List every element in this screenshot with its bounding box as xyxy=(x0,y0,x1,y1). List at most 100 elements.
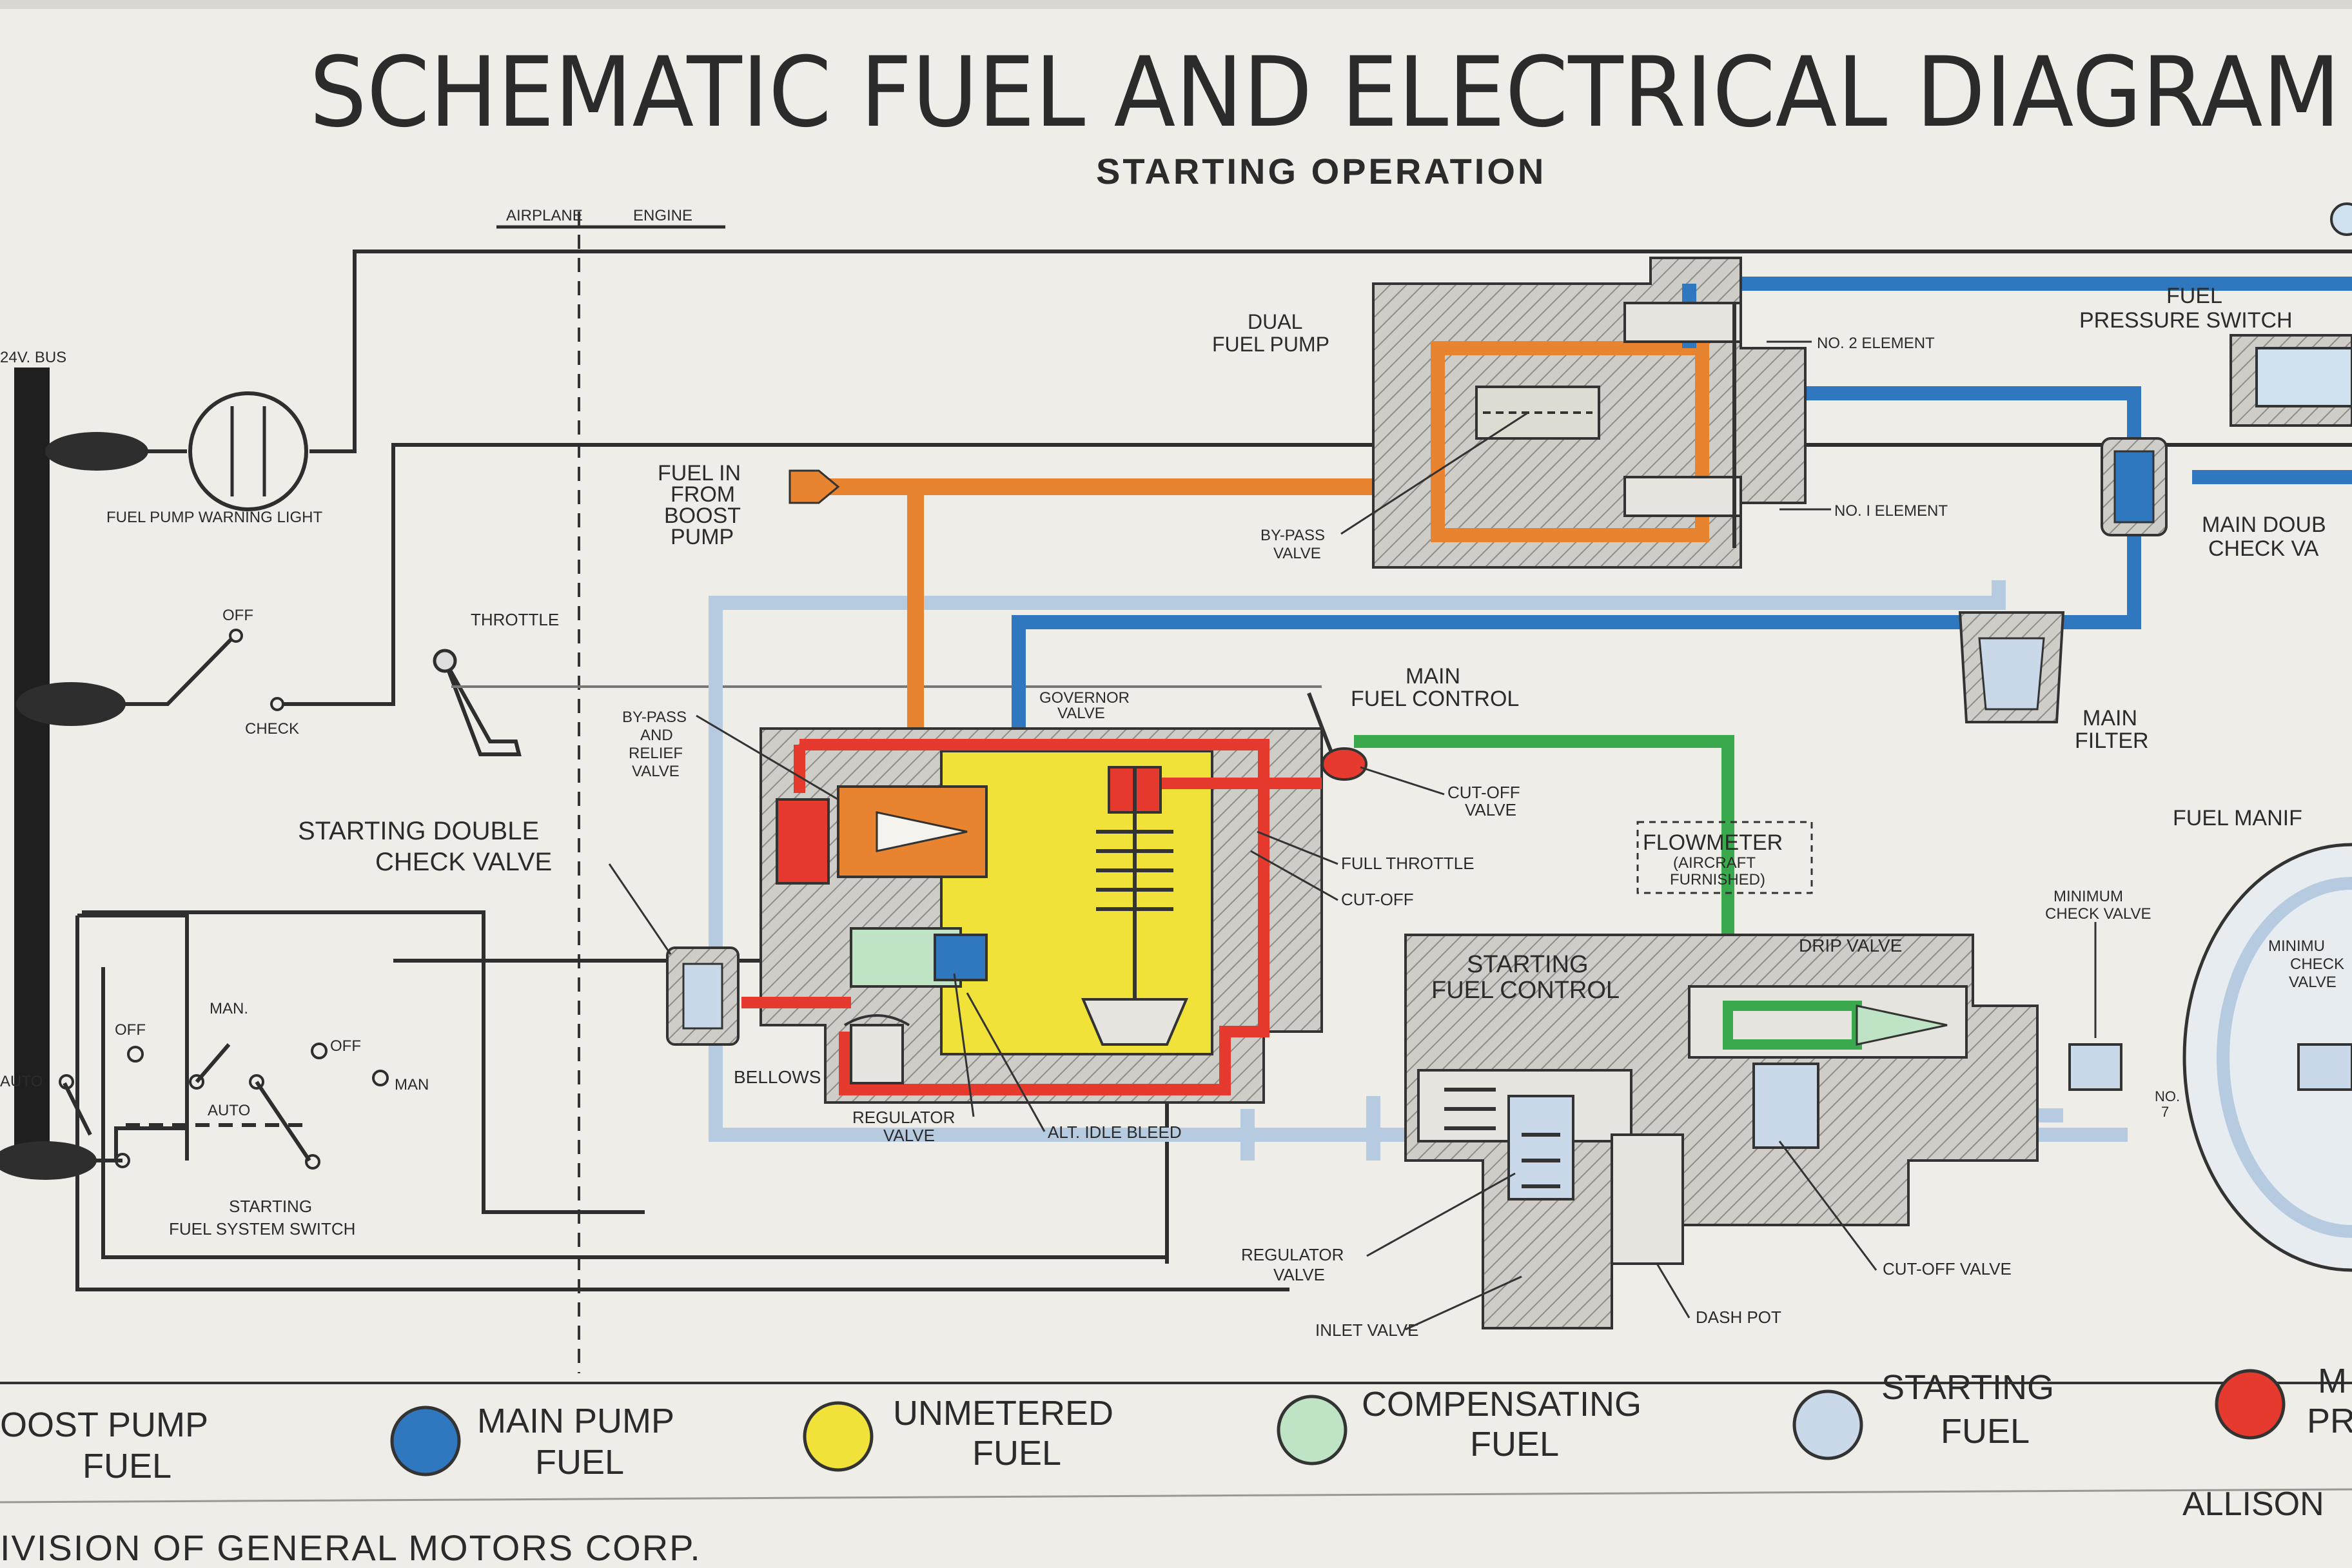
fuel-inlet-arrow xyxy=(789,469,840,504)
fuel-in-label-1: FUEL IN xyxy=(658,461,741,485)
bypass-valve-label-1: BY-PASS xyxy=(1260,527,1325,544)
legend-starting-line1: STARTING xyxy=(1881,1368,2054,1407)
boost-pump-fuel-lines xyxy=(789,469,1373,767)
fuel-in-label-2: FROM xyxy=(671,482,735,507)
starting-double-check-label-2: CHECK VALVE xyxy=(375,848,552,876)
main-double-label-1: MAIN DOUB xyxy=(2202,513,2326,537)
legend-starting-line2: FUEL xyxy=(1941,1412,2030,1451)
legend: OOST PUMP FUEL MAIN PUMP FUEL UNMETERED … xyxy=(0,1362,2352,1485)
legend-swatch-compensating xyxy=(1277,1395,1348,1465)
airplane-label: AIRPLANE xyxy=(506,207,583,224)
warning-light-label: FUEL PUMP WARNING LIGHT xyxy=(106,509,322,526)
fuel-manifold-label: FUEL MANIF xyxy=(2173,806,2302,830)
main-fuel-control-label-2: FUEL CONTROL xyxy=(1351,687,1519,711)
legend-compensating-line2: FUEL xyxy=(1470,1425,1559,1464)
minimum-check-valve-r-label-3: VALVE xyxy=(2289,974,2337,991)
engine-label: ENGINE xyxy=(633,207,692,224)
minimum-check-valve-r-label-2: CHECK xyxy=(2290,956,2344,973)
regulator-valve-label-1: REGULATOR xyxy=(852,1108,955,1127)
starting-switch-label-2: FUEL SYSTEM SWITCH xyxy=(169,1219,355,1239)
inlet-valve-label: INLET VALVE xyxy=(1315,1320,1418,1340)
cutoff-valve-label-1: CUT-OFF xyxy=(1447,783,1520,802)
page-subtitle: STARTING OPERATION xyxy=(1096,151,1546,191)
starting-double-check-valve: STARTING DOUBLE CHECK VALVE xyxy=(298,817,740,1046)
auto-label-2: AUTO xyxy=(208,1102,250,1119)
legend-boost-line2: FUEL xyxy=(83,1447,172,1485)
starting-switch-label-1: STARTING xyxy=(229,1197,312,1216)
bypass-relief-label-4: VALVE xyxy=(632,763,680,780)
legend-item-main-pump: MAIN PUMP FUEL xyxy=(390,1402,674,1482)
throttle-lever xyxy=(443,660,522,756)
main-filter-label-2: FILTER xyxy=(2075,729,2149,753)
legend-item-unmetered: UNMETERED FUEL xyxy=(803,1394,1113,1473)
footer-left: IVISION OF GENERAL MOTORS CORP. xyxy=(0,1527,701,1568)
legend-main-pump-line2: FUEL xyxy=(535,1443,624,1482)
legend-swatch-unmetered xyxy=(803,1401,874,1472)
main-fuel-control: MAIN FUEL CONTROL GOVERNOR VALVE BY-PASS… xyxy=(622,664,1520,1145)
main-filter-label-1: MAIN xyxy=(2082,706,2137,730)
minimum-check-valve-label-1: MINIMUM xyxy=(2053,888,2123,905)
legend-main-pump-line1: MAIN PUMP xyxy=(477,1402,674,1440)
cutoff-valve-b-label: CUT-OFF VALVE xyxy=(1883,1259,2012,1279)
fuel-in-label-4: PUMP xyxy=(671,525,734,549)
legend-swatch-starting xyxy=(1792,1389,1863,1460)
dual-fuel-pump-label-1: DUAL xyxy=(1248,310,1302,333)
footer-rule xyxy=(0,1488,2352,1504)
starting-fuel-control-label-1: STARTING xyxy=(1467,951,1589,978)
legend-unmetered-line1: UNMETERED xyxy=(893,1394,1113,1433)
cutoff-valve-label-2: VALVE xyxy=(1465,800,1516,819)
regulator-valve-label-2: VALVE xyxy=(883,1126,935,1145)
fuel-pressure-switch-label-2: PRESSURE SWITCH xyxy=(2079,308,2293,333)
fuel-manifold: FUEL MANIF MINIMUM CHECK VALVE MINIMU CH… xyxy=(2045,806,2352,1272)
no7-label-2: 7 xyxy=(2161,1104,2169,1120)
breaker-3 xyxy=(0,1141,97,1180)
main-fuel-control-label-1: MAIN xyxy=(1406,664,1460,689)
minimum-check-valve-label-2: CHECK VALVE xyxy=(2045,905,2151,923)
legend-item-starting: STARTING FUEL xyxy=(1792,1368,2054,1460)
starting-fuel-control: STARTING FUEL CONTROL DRIP VALVE REGULAT… xyxy=(1241,934,2039,1340)
compensating-fuel-line xyxy=(1354,735,1734,1006)
full-throttle-label: FULL THROTTLE xyxy=(1341,854,1475,873)
legend-compensating-line1: COMPENSATING xyxy=(1362,1385,1642,1424)
starting-double-check-label-1: STARTING DOUBLE xyxy=(298,817,539,845)
flowmeter-label-3: FURNISHED) xyxy=(1670,871,1765,888)
off-label-2: OFF xyxy=(115,1021,146,1039)
dual-fuel-pump: DUAL FUEL PUMP NO. 2 ELEMENT NO. I ELEME… xyxy=(1212,257,1948,569)
flowmeter: FLOWMETER (AIRCRAFT FURNISHED) xyxy=(1636,821,1813,894)
footer-right: ALLISON xyxy=(2182,1485,2324,1523)
flowmeter-label-2: (AIRCRAFT xyxy=(1673,854,1756,872)
legend-unmetered-line2: FUEL xyxy=(972,1434,1061,1473)
bus-bar xyxy=(14,368,50,1173)
minimum-check-valve-r-label-1: MINIMU xyxy=(2268,937,2325,955)
flowmeter-label-1: FLOWMETER xyxy=(1643,830,1783,855)
dash-pot-label: DASH POT xyxy=(1696,1308,1781,1327)
check-label: CHECK xyxy=(245,720,299,738)
cut-off-label: CUT-OFF xyxy=(1341,890,1414,909)
legend-swatch-metered xyxy=(2215,1369,2286,1440)
bypass-relief-label-3: RELIEF xyxy=(629,745,683,762)
regulator-valve-b-label-1: REGULATOR xyxy=(1241,1245,1344,1264)
legend-metered-line1: M xyxy=(2318,1362,2347,1400)
fuel-in-label-3: BOOST xyxy=(664,504,741,528)
legend-metered-line2: PR xyxy=(2307,1402,2352,1440)
starting-fuel-control-label-2: FUEL CONTROL xyxy=(1431,977,1620,1004)
governor-valve-label-1: GOVERNOR xyxy=(1039,689,1130,707)
throttle-label: THROTTLE xyxy=(471,610,559,629)
legend-item-boost: OOST PUMP FUEL xyxy=(0,1406,208,1485)
legend-swatch-main-pump xyxy=(390,1406,461,1476)
paper-top-edge xyxy=(0,0,2352,9)
dual-fuel-pump-label-2: FUEL PUMP xyxy=(1212,333,1329,356)
man-label: MAN. xyxy=(210,1000,248,1017)
auto-label: AUTO xyxy=(0,1073,43,1090)
bypass-valve-label-2: VALVE xyxy=(1273,545,1321,562)
man-label-2: MAN xyxy=(395,1076,429,1093)
legend-item-compensating: COMPENSATING FUEL xyxy=(1277,1385,1642,1465)
breaker-2 xyxy=(16,682,126,726)
main-double-check-valve: MAIN DOUB CHECK VA xyxy=(2101,437,2326,561)
no7-label-1: NO. xyxy=(2155,1088,2180,1104)
bypass-relief-label-1: BY-PASS xyxy=(622,709,687,726)
bypass-relief-label-2: AND xyxy=(640,727,673,744)
breaker-1 xyxy=(45,432,148,471)
legend-boost-line1: OOST PUMP xyxy=(0,1406,208,1444)
